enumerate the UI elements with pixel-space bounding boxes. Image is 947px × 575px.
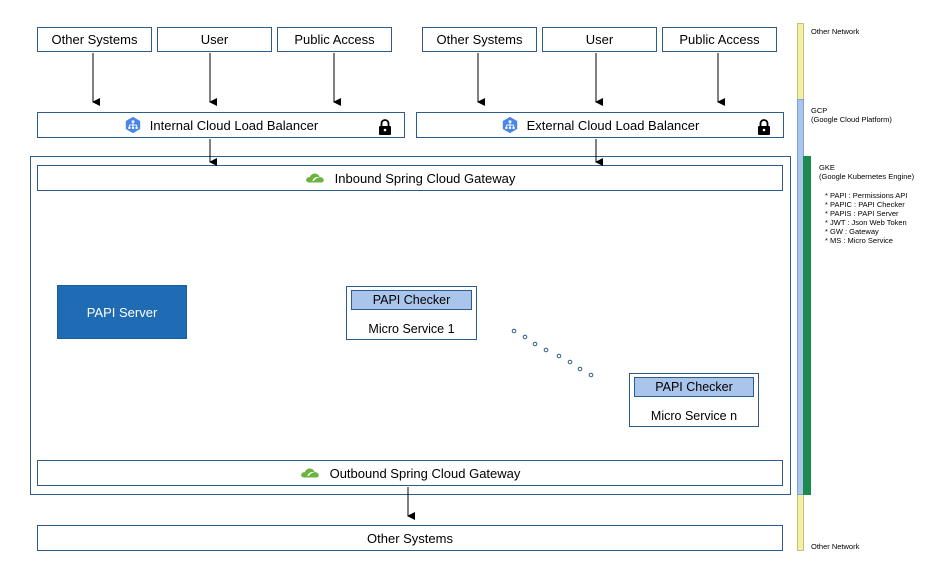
inbound-gateway: Inbound Spring Cloud Gateway bbox=[37, 165, 783, 191]
abbreviation-legend: * PAPI : Permissions API * PAPIC : PAPI … bbox=[825, 191, 907, 245]
outbound-gateway: Outbound Spring Cloud Gateway bbox=[37, 460, 783, 486]
gcp-label: GCP (Google Cloud Platform) bbox=[811, 106, 892, 124]
legend-item: * GW : Gateway bbox=[825, 227, 879, 236]
internal-load-balancer-label: Internal Cloud Load Balancer bbox=[149, 117, 319, 133]
bottom-other-systems-label: Other Systems bbox=[367, 530, 453, 546]
lock-icon bbox=[758, 119, 770, 135]
external-load-balancer: External Cloud Load Balancer bbox=[416, 112, 784, 138]
gcp-load-balancer-icon bbox=[125, 116, 140, 134]
source-label: User bbox=[585, 32, 614, 47]
gke-bar bbox=[803, 156, 811, 495]
papi-checker: PAPI Checker bbox=[634, 377, 754, 397]
source-label: Other Systems bbox=[436, 32, 523, 47]
papi-server: PAPI Server bbox=[57, 285, 187, 339]
gke-label: GKE (Google Kubernetes Engine) bbox=[819, 163, 915, 181]
bottom-other-systems: Other Systems bbox=[37, 525, 783, 551]
legend-item: * PAPIS : PAPI Server bbox=[825, 209, 899, 218]
papi-checker: PAPI Checker bbox=[351, 290, 472, 310]
lock-icon bbox=[379, 119, 391, 135]
source-label: Public Access bbox=[679, 32, 760, 47]
micro-service-n: PAPI Checker Micro Service n bbox=[629, 373, 759, 427]
legend-item: * PAPI : Permissions API bbox=[825, 191, 908, 200]
source-user-left: User bbox=[157, 27, 272, 52]
source-other-systems-right: Other Systems bbox=[422, 27, 537, 52]
source-label: User bbox=[200, 32, 229, 47]
micro-service-1: PAPI Checker Micro Service 1 bbox=[346, 286, 477, 340]
legend-item: * MS : Micro Service bbox=[825, 236, 893, 245]
source-other-systems-left: Other Systems bbox=[37, 27, 152, 52]
spring-cloud-icon bbox=[300, 468, 319, 478]
source-user-right: User bbox=[542, 27, 657, 52]
gcp-load-balancer-icon bbox=[502, 116, 517, 134]
external-load-balancer-label: External Cloud Load Balancer bbox=[526, 117, 700, 133]
papi-checker-label: PAPI Checker bbox=[655, 380, 733, 394]
source-label: Public Access bbox=[294, 32, 375, 47]
other-network-label-bottom: Other Network bbox=[811, 542, 860, 551]
micro-service-label: Micro Service 1 bbox=[368, 322, 455, 336]
inbound-gateway-label: Inbound Spring Cloud Gateway bbox=[334, 170, 516, 186]
outbound-gateway-label: Outbound Spring Cloud Gateway bbox=[329, 465, 521, 481]
legend-item: * PAPIC : PAPI Checker bbox=[825, 200, 905, 209]
papi-server-label: PAPI Server bbox=[86, 304, 158, 320]
spring-cloud-icon bbox=[305, 173, 324, 183]
source-label: Other Systems bbox=[51, 32, 138, 47]
other-network-label-top: Other Network bbox=[811, 27, 860, 36]
source-public-access-left: Public Access bbox=[277, 27, 392, 52]
legend-item: * JWT : Json Web Token bbox=[825, 218, 907, 227]
internal-load-balancer: Internal Cloud Load Balancer bbox=[37, 112, 405, 138]
source-public-access-right: Public Access bbox=[662, 27, 777, 52]
papi-checker-label: PAPI Checker bbox=[372, 293, 451, 307]
micro-service-label: Micro Service n bbox=[650, 409, 738, 423]
